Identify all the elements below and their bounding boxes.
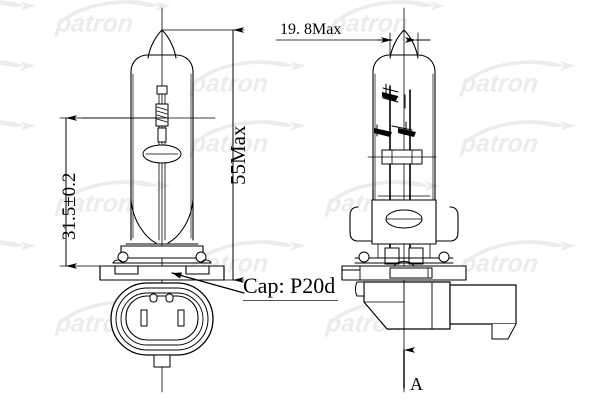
side-bulb-glass-envelope xyxy=(372,54,436,239)
side-latch-wing-right xyxy=(435,206,459,242)
cap-leader-arrowhead xyxy=(172,272,182,279)
side-base-inner-edges xyxy=(377,243,431,259)
flange-notch-left xyxy=(114,265,139,275)
side-flange-bead-right xyxy=(438,251,450,263)
side-filament-lower-coil xyxy=(374,128,392,137)
side-filament-upper-coil xyxy=(382,92,398,101)
filament-clamp-lower xyxy=(157,127,167,143)
side-flange-bead-left xyxy=(358,251,370,263)
bulb-lower-taper-right xyxy=(167,199,194,244)
cap-leader-line xyxy=(171,272,245,294)
side-flange-slot-ends xyxy=(389,267,429,279)
flange-lug-left xyxy=(112,259,124,264)
side-terminal-left xyxy=(384,247,400,265)
filament-clamp-upper xyxy=(156,85,168,95)
side-getter-dividers xyxy=(391,149,413,165)
dimension-label-bulb-width: 19. 8Max xyxy=(280,21,342,38)
annotation-cap-spec: Cap: P20d xyxy=(243,273,336,298)
terminal-blade-right xyxy=(177,309,185,327)
connector-side-lug xyxy=(355,281,365,297)
side-terminal-right xyxy=(408,247,424,265)
side-flange-hump xyxy=(393,260,415,267)
section-marker-label: A xyxy=(410,374,423,394)
socket-bottom-post xyxy=(153,354,171,368)
dimension-label-filament-height: 31.5±0.2 xyxy=(59,172,80,240)
side-filament-upper xyxy=(382,83,399,103)
filament-coil-winding xyxy=(156,106,168,123)
cap-spec-underline xyxy=(243,300,338,301)
side-filament-lower-lead xyxy=(391,125,413,131)
side-filament-lower-coil-2 xyxy=(398,128,416,137)
side-flange-left-tab xyxy=(341,265,361,281)
dimension-label-overall-height: 55Max xyxy=(226,125,250,186)
